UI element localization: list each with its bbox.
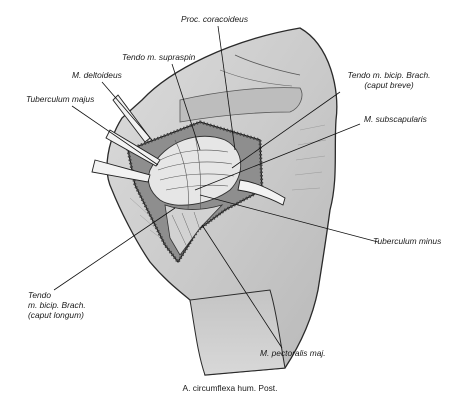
label-tendo-bicip-caput-breve: Tendo m. bicip. Brach. (caput breve) bbox=[334, 70, 444, 90]
leader-m-subscapularis bbox=[194, 123, 361, 191]
leader-caput-longum bbox=[53, 207, 176, 291]
label-tendo-supraspin: Tendo m. supraspin bbox=[122, 52, 196, 62]
label-caput-longum-line2: m. bicip. Brach. bbox=[28, 300, 86, 310]
label-caput-longum-line1: Tendo bbox=[28, 290, 51, 300]
label-caput-breve-line2: (caput breve) bbox=[364, 80, 414, 90]
tendon-fibers bbox=[157, 134, 235, 216]
lower-tissue bbox=[164, 204, 224, 256]
leader-tuberculum-minus bbox=[199, 194, 379, 243]
retractor-right bbox=[237, 179, 286, 206]
leader-pectoralis-maj bbox=[201, 224, 283, 349]
leader-proc-coracoideus bbox=[217, 25, 236, 151]
humeral-head bbox=[148, 135, 242, 206]
leader-tuberculum-majus bbox=[71, 105, 159, 166]
label-tendo-bicip-caput-longum: Tendo m. bicip. Brach. (caput longum) bbox=[28, 290, 86, 320]
retractor-top bbox=[112, 94, 151, 143]
figure-caption: A. circumflexa hum. Post. bbox=[182, 383, 278, 393]
label-m-deltoideus: M. deltoideus bbox=[72, 70, 122, 80]
label-m-pectoralis-maj: M. pectoralis maj. bbox=[260, 348, 326, 358]
retractor-left bbox=[91, 159, 151, 183]
arm-shaft bbox=[189, 289, 286, 376]
label-tuberculum-minus: Tuberculum minus bbox=[373, 236, 442, 246]
label-caput-breve-line1: Tendo m. bicip. Brach. bbox=[347, 70, 431, 80]
top-fold-2 bbox=[219, 69, 293, 87]
label-caput-longum-line3: (caput longum) bbox=[28, 310, 84, 320]
leader-lines bbox=[53, 25, 379, 349]
label-m-subscapularis: M. subscapularis bbox=[364, 114, 427, 124]
leader-caput-breve bbox=[231, 91, 341, 169]
label-tuberculum-majus: Tuberculum majus bbox=[26, 94, 95, 104]
label-proc-coracoideus: Proc. coracoideus bbox=[181, 14, 249, 24]
acromion-ridge bbox=[179, 87, 303, 123]
wound-margin bbox=[126, 120, 264, 265]
leader-m-deltoideus bbox=[101, 81, 153, 141]
lower-fibers bbox=[171, 211, 201, 246]
leader-tendo-supraspin bbox=[171, 63, 201, 151]
top-fold bbox=[234, 54, 301, 76]
